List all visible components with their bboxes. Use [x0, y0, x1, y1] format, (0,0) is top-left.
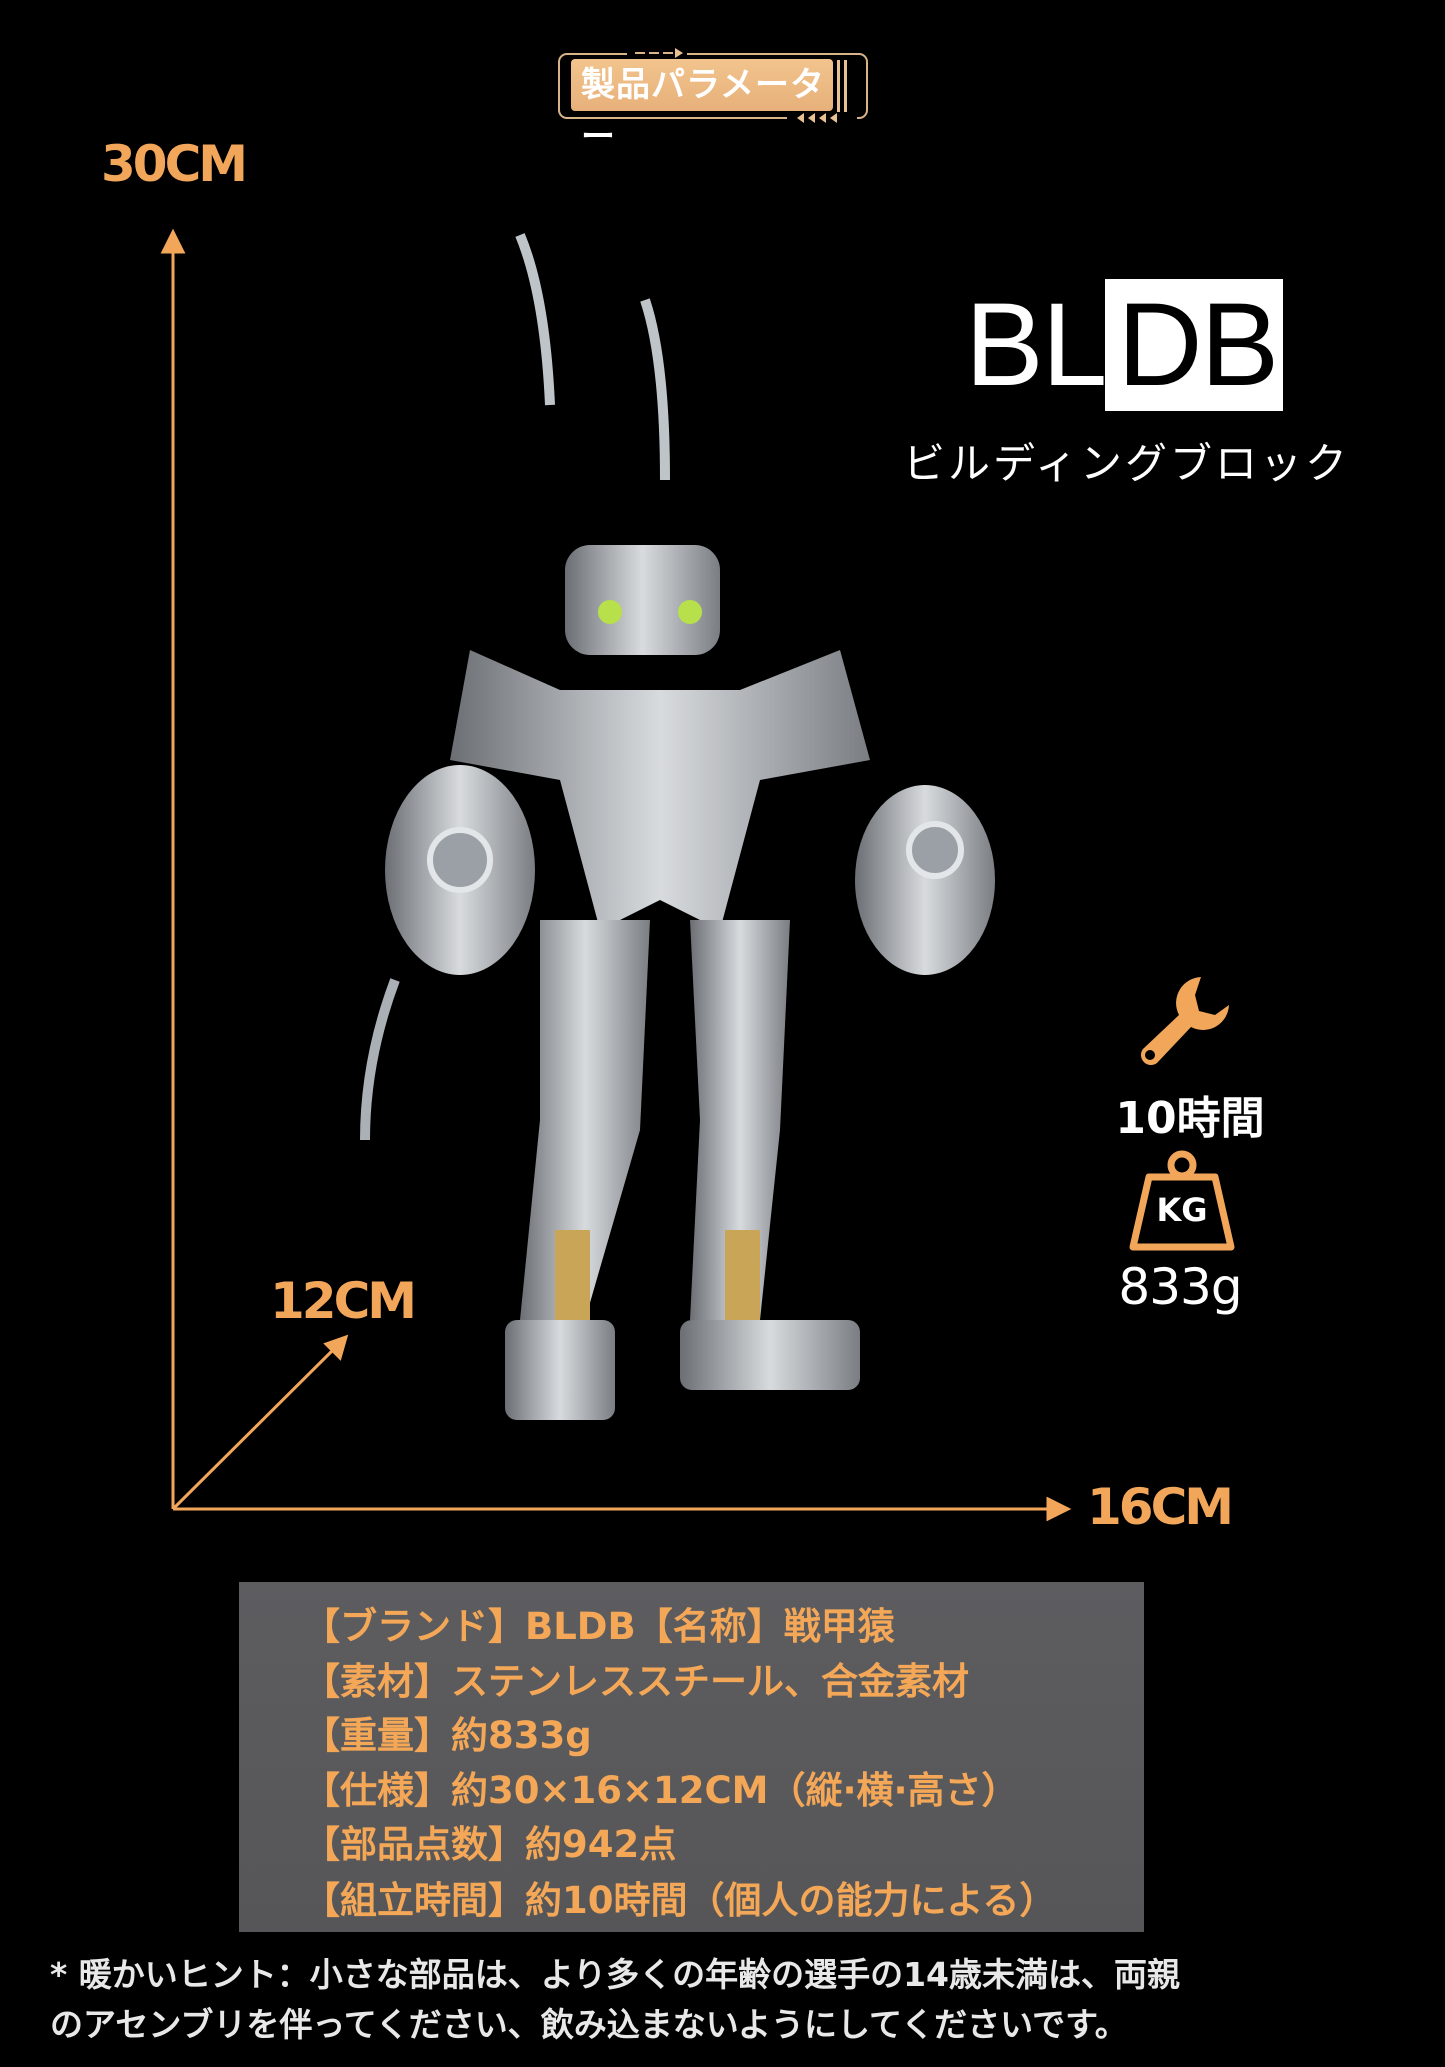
arrow-right-icon — [1046, 1496, 1072, 1522]
brand-subtitle: ビルディングブロック — [903, 439, 1351, 488]
width-dimension: 16CM — [1087, 1478, 1234, 1536]
spec-weight: 【重量】約833g — [303, 1714, 592, 1757]
spec-material: 【素材】ステンレススチール、合金素材 — [303, 1660, 969, 1703]
diagonal-axis — [171, 1343, 340, 1511]
assembly-time-value: 10時間 — [1115, 1093, 1265, 1144]
notice-line-1: * 暖かいヒント：小さな部品は、より多くの年齢の選手の14歳未満は、両親 — [50, 1955, 1181, 1994]
weight-icon: KG — [1127, 1147, 1237, 1252]
brand-logo-left: BL — [965, 279, 1107, 411]
badge-label: 製品パラメーター — [571, 59, 833, 157]
notice-line-2: のアセンブリを伴ってください、飲み込まないようにしてくださいです。 — [50, 2005, 1128, 2044]
wrench-icon — [1141, 977, 1229, 1065]
spec-assembly-time: 【組立時間】約10時間（個人の能力による） — [303, 1879, 1057, 1922]
dimension-axes — [160, 228, 1072, 1522]
height-dimension: 30CM — [101, 135, 248, 193]
spec-panel: 【ブランド】BLDB【名称】戦甲猿 【素材】ステンレススチール、合金素材 【重量… — [239, 1582, 1144, 1932]
spec-parts-count: 【部品点数】約942点 — [303, 1823, 677, 1866]
robot-model-image — [360, 233, 995, 1420]
section-badge: 製品パラメーター — [557, 46, 870, 157]
spec-brand-name: 【ブランド】BLDB【名称】戦甲猿 — [303, 1605, 895, 1648]
brand-logo-right: DB — [1105, 279, 1284, 411]
weight-value: 833g — [1118, 1258, 1242, 1316]
arrow-diagonal-icon — [323, 1334, 349, 1361]
depth-dimension: 12CM — [270, 1272, 417, 1330]
badge-frame — [558, 48, 868, 124]
weight-icon-label: KG — [1156, 1191, 1208, 1229]
arrow-up-icon — [160, 228, 186, 254]
spec-size: 【仕様】約30×16×12CM（縦·横·高さ） — [303, 1769, 1019, 1812]
